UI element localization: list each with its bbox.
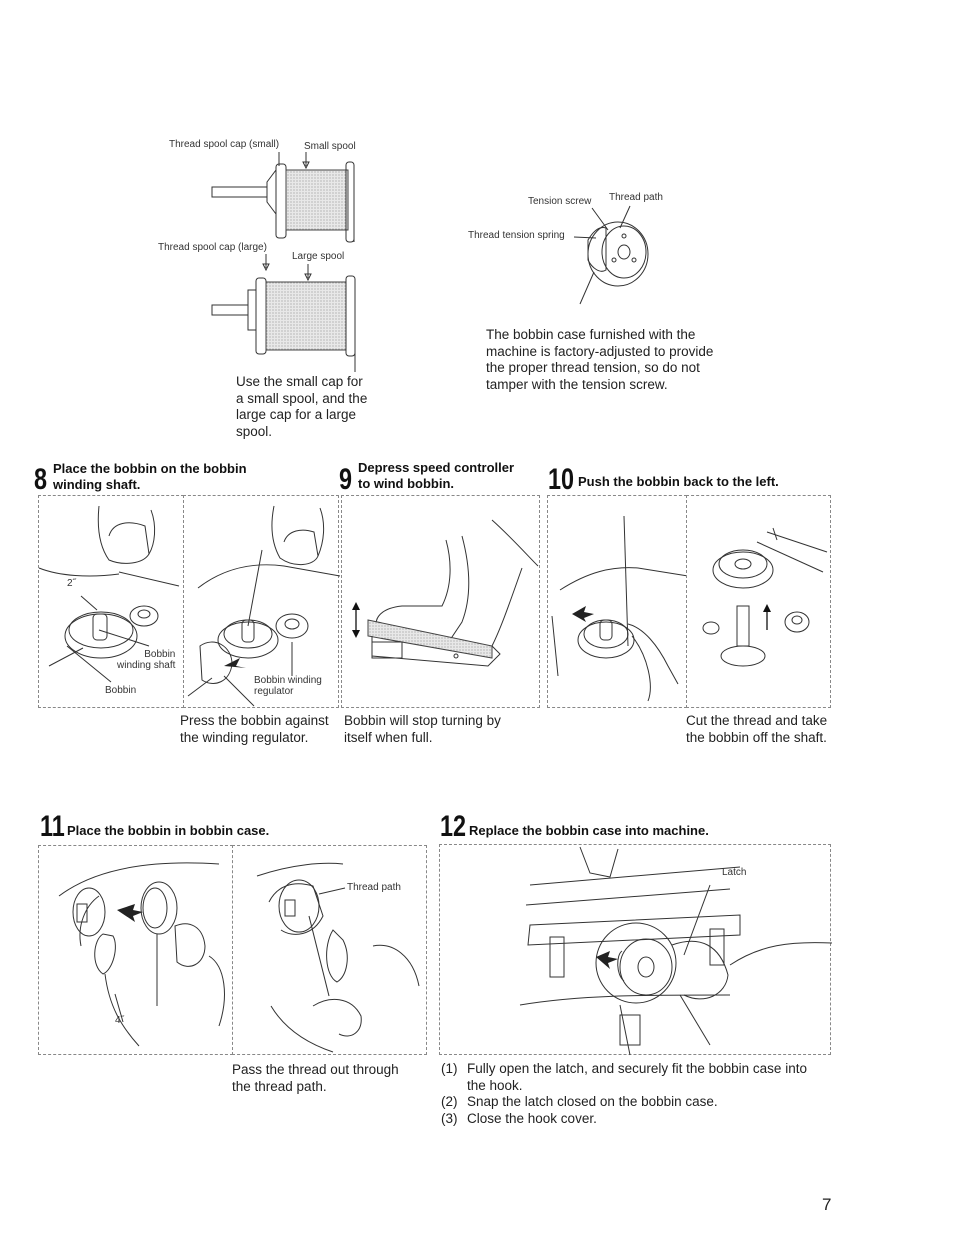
step-11-caption: Pass the thread out through the thread p… [232, 1062, 399, 1094]
label-thread-path-step-11: Thread path [347, 882, 401, 893]
label-bobbin-winding-regulator: Bobbin winding regulator [254, 675, 322, 697]
step-10-number: 10 [548, 463, 575, 496]
step-11-number: 11 [40, 810, 65, 843]
step-8-panel-b: Bobbin winding regulator [183, 495, 339, 708]
step-8-caption: Press the bobbin against the winding reg… [180, 713, 329, 745]
label-4-mark: 4˝ [115, 1015, 124, 1026]
step-10-panel-a [547, 495, 687, 708]
step-12-panel: Latch [439, 844, 831, 1055]
spool-caption: Use the small cap for a small spool, and… [236, 374, 368, 439]
instruction-item: (3)Close the hook cover. [441, 1110, 597, 1126]
label-thread-path: Thread path [609, 192, 663, 203]
step-10-panel-b [686, 495, 831, 708]
step-9-number: 9 [339, 463, 353, 496]
label-cap-small: Thread spool cap (small) [169, 139, 280, 150]
label-small-spool: Small spool [304, 141, 356, 152]
instruction-item: (1)Fully open the latch, and securely fi… [441, 1061, 807, 1093]
bobbin-case-illustration [560, 200, 660, 310]
label-large-spool: Large spool [292, 251, 345, 262]
step-10-title: Push the bobbin back to the left. [578, 474, 779, 489]
label-tension-screw: Tension screw [528, 196, 592, 207]
instruction-item: (2)Snap the latch closed on the bobbin c… [441, 1094, 718, 1109]
step-11-panel-a: 4˝ [38, 845, 233, 1055]
step-12-instructions: (1)Fully open the latch, and securely fi… [441, 1061, 841, 1127]
step-9-title: Depress speed controller to wind bobbin. [358, 460, 515, 491]
label-bobbin: Bobbin [105, 685, 137, 696]
label-2-mark: 2˝ [67, 578, 76, 589]
step-12-number: 12 [440, 810, 467, 843]
step-10-caption: Cut the thread and take the bobbin off t… [686, 713, 828, 745]
step-8-number: 8 [34, 463, 48, 496]
step-8-title: Place the bobbin on the bobbin winding s… [53, 461, 247, 492]
step-8-panel-a: 2˝ Bobbin winding shaft Bobbin [38, 495, 184, 708]
label-cap-large: Thread spool cap (large) [158, 242, 267, 253]
spool-illustration [200, 150, 380, 370]
page-number: 7 [822, 1195, 832, 1214]
step-9-caption: Bobbin will stop turning by itself when … [344, 713, 501, 745]
bobbin-case-caption: The bobbin case furnished with the machi… [486, 327, 714, 392]
step-11-title: Place the bobbin in bobbin case. [67, 823, 270, 838]
step-12-title: Replace the bobbin case into machine. [469, 823, 709, 838]
label-latch: Latch [722, 867, 747, 878]
step-9-panel [341, 495, 540, 708]
step-11-panel-b: Thread path [232, 845, 427, 1055]
label-bobbin-winding-shaft: Bobbin winding shaft [117, 649, 176, 671]
label-tension-spring: Thread tension spring [468, 230, 565, 241]
